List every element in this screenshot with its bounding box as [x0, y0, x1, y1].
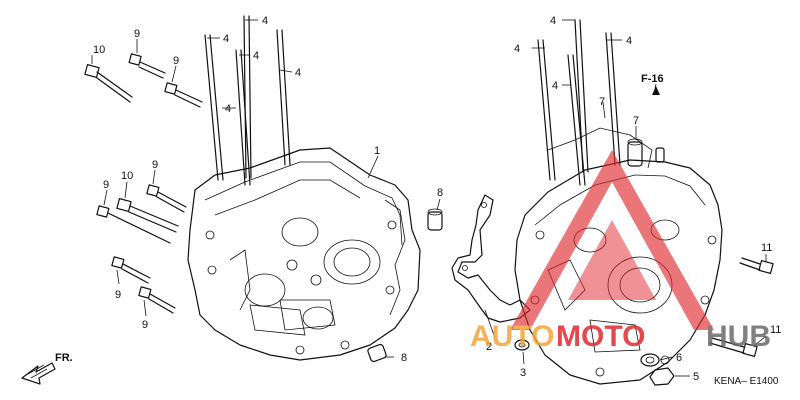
- callout-4-a: 4: [262, 15, 268, 27]
- reference-tag: F-16: [641, 73, 664, 85]
- bolts-left: [84, 53, 203, 314]
- callout-9-f: 9: [142, 319, 148, 331]
- callout-4-g: 4: [626, 35, 632, 47]
- callout-4-i: 4: [552, 80, 558, 92]
- direction-label: FR.: [55, 352, 73, 364]
- dowel-pins: [367, 208, 443, 363]
- callout-4-e: 4: [225, 103, 231, 115]
- callout-9-c: 9: [152, 159, 158, 171]
- callout-3: 3: [520, 367, 526, 379]
- callout-8-a: 8: [437, 187, 443, 199]
- callout-6: 6: [676, 352, 682, 364]
- callout-4-b: 4: [223, 33, 229, 45]
- diagram-code: KENA– E1400: [714, 376, 779, 387]
- watermark-text-hub: HUB: [706, 320, 771, 353]
- callout-7-b: 7: [633, 115, 639, 127]
- callout-1: 1: [374, 145, 380, 157]
- front-direction-arrow: [21, 362, 56, 385]
- callout-4-c: 4: [253, 50, 259, 62]
- callout-9-b: 9: [173, 55, 179, 67]
- gasket: [451, 194, 531, 323]
- reference-arrow-icon: [652, 86, 660, 95]
- watermark-text-auto: AUTO: [470, 320, 554, 353]
- callout-8-b: 8: [401, 352, 407, 364]
- callout-5: 5: [693, 371, 699, 383]
- callout-10-a: 10: [93, 44, 105, 56]
- callout-11-b: 11: [770, 324, 781, 336]
- callout-labels: 1 2 3 4 4 4 4 4 4 4 4 4 5 6 7 7 8 8 9 9 …: [93, 15, 781, 383]
- leader-lines: [91, 19, 767, 377]
- left-crankcase: [187, 147, 421, 361]
- callout-10-b: 10: [121, 170, 133, 182]
- studs-left: [204, 15, 291, 186]
- callout-11-a: 11: [761, 242, 772, 254]
- callout-4-d: 4: [295, 67, 301, 79]
- watermark-inner-triangle-icon: [568, 220, 656, 300]
- callout-4-f: 4: [550, 15, 556, 27]
- bolts-right: [514, 257, 774, 386]
- callout-4-h: 4: [514, 43, 520, 55]
- callout-9-d: 9: [103, 179, 109, 191]
- callout-2: 2: [486, 341, 492, 353]
- watermark-text-moto: MOTO: [556, 320, 645, 353]
- watermark: AUTO MOTO HUB: [470, 150, 771, 353]
- studs-right: [537, 19, 621, 186]
- callout-7-a: 7: [599, 96, 605, 108]
- callout-9-e: 9: [115, 289, 121, 301]
- callout-9-a: 9: [134, 28, 140, 40]
- watermark-triangle-icon: [510, 150, 714, 330]
